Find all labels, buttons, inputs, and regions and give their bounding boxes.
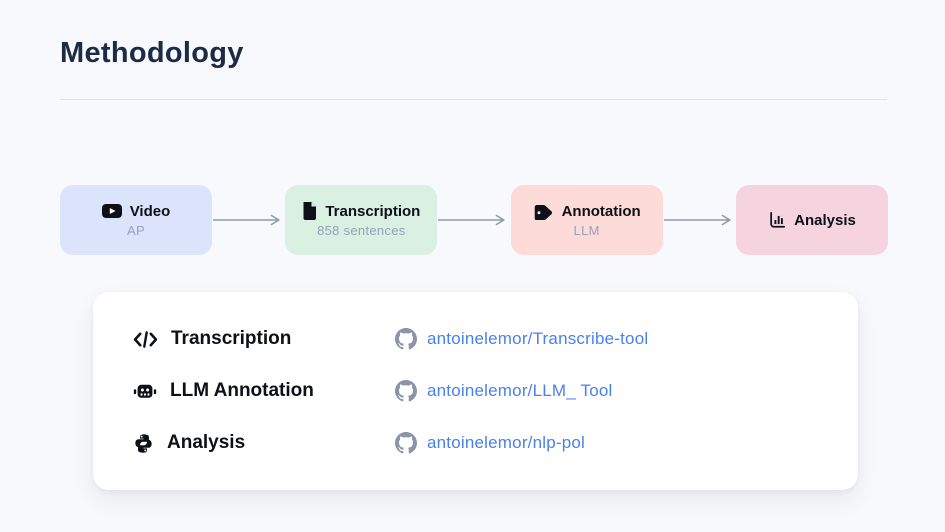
tag-icon <box>533 203 554 220</box>
document-icon <box>302 202 317 220</box>
repo-row-transcription: Transcription antoinelemor/Transcribe-to… <box>133 315 818 363</box>
step-label: Analysis <box>794 211 856 229</box>
youtube-icon <box>101 204 122 218</box>
flow-arrow <box>663 213 736 227</box>
pipeline-flow: Video AP Transcription 858 sentences <box>60 185 888 255</box>
pipeline-step-annotation: Annotation LLM <box>510 185 663 255</box>
step-label: Video <box>129 202 171 220</box>
repo-label: Transcription <box>171 328 292 349</box>
github-icon <box>395 328 417 350</box>
robot-icon <box>133 380 157 402</box>
github-icon <box>395 380 417 402</box>
pipeline-step-transcription: Transcription 858 sentences <box>285 185 438 255</box>
repo-link-transcribe-tool[interactable]: antoinelemor/Transcribe-tool <box>427 329 649 348</box>
title-divider <box>60 99 887 100</box>
page-title: Methodology <box>60 37 244 69</box>
repo-row-llm-annotation: LLM Annotation antoinelemor/LLM_ Tool <box>133 367 818 415</box>
python-icon <box>133 433 154 454</box>
pipeline-step-analysis: Analysis <box>735 185 888 255</box>
step-sublabel: AP <box>127 222 145 238</box>
bar-chart-icon <box>768 211 786 229</box>
step-label: Transcription <box>325 202 421 220</box>
repo-label: Analysis <box>167 432 246 453</box>
flow-arrow <box>437 213 510 227</box>
repositories-card: Transcription antoinelemor/Transcribe-to… <box>93 292 858 490</box>
step-label: Annotation <box>561 202 641 220</box>
code-icon <box>133 330 158 349</box>
repo-link-llm-tool[interactable]: antoinelemor/LLM_ Tool <box>427 381 613 400</box>
flow-arrow <box>212 213 285 227</box>
step-sublabel: LLM <box>573 222 600 238</box>
github-icon <box>395 432 417 454</box>
repo-row-analysis: Analysis antoinelemor/nlp-pol <box>133 419 818 467</box>
repo-link-nlp-pol[interactable]: antoinelemor/nlp-pol <box>427 433 586 452</box>
pipeline-step-video: Video AP <box>60 185 212 255</box>
step-sublabel: 858 sentences <box>317 223 406 238</box>
repo-label: LLM Annotation <box>170 380 314 401</box>
